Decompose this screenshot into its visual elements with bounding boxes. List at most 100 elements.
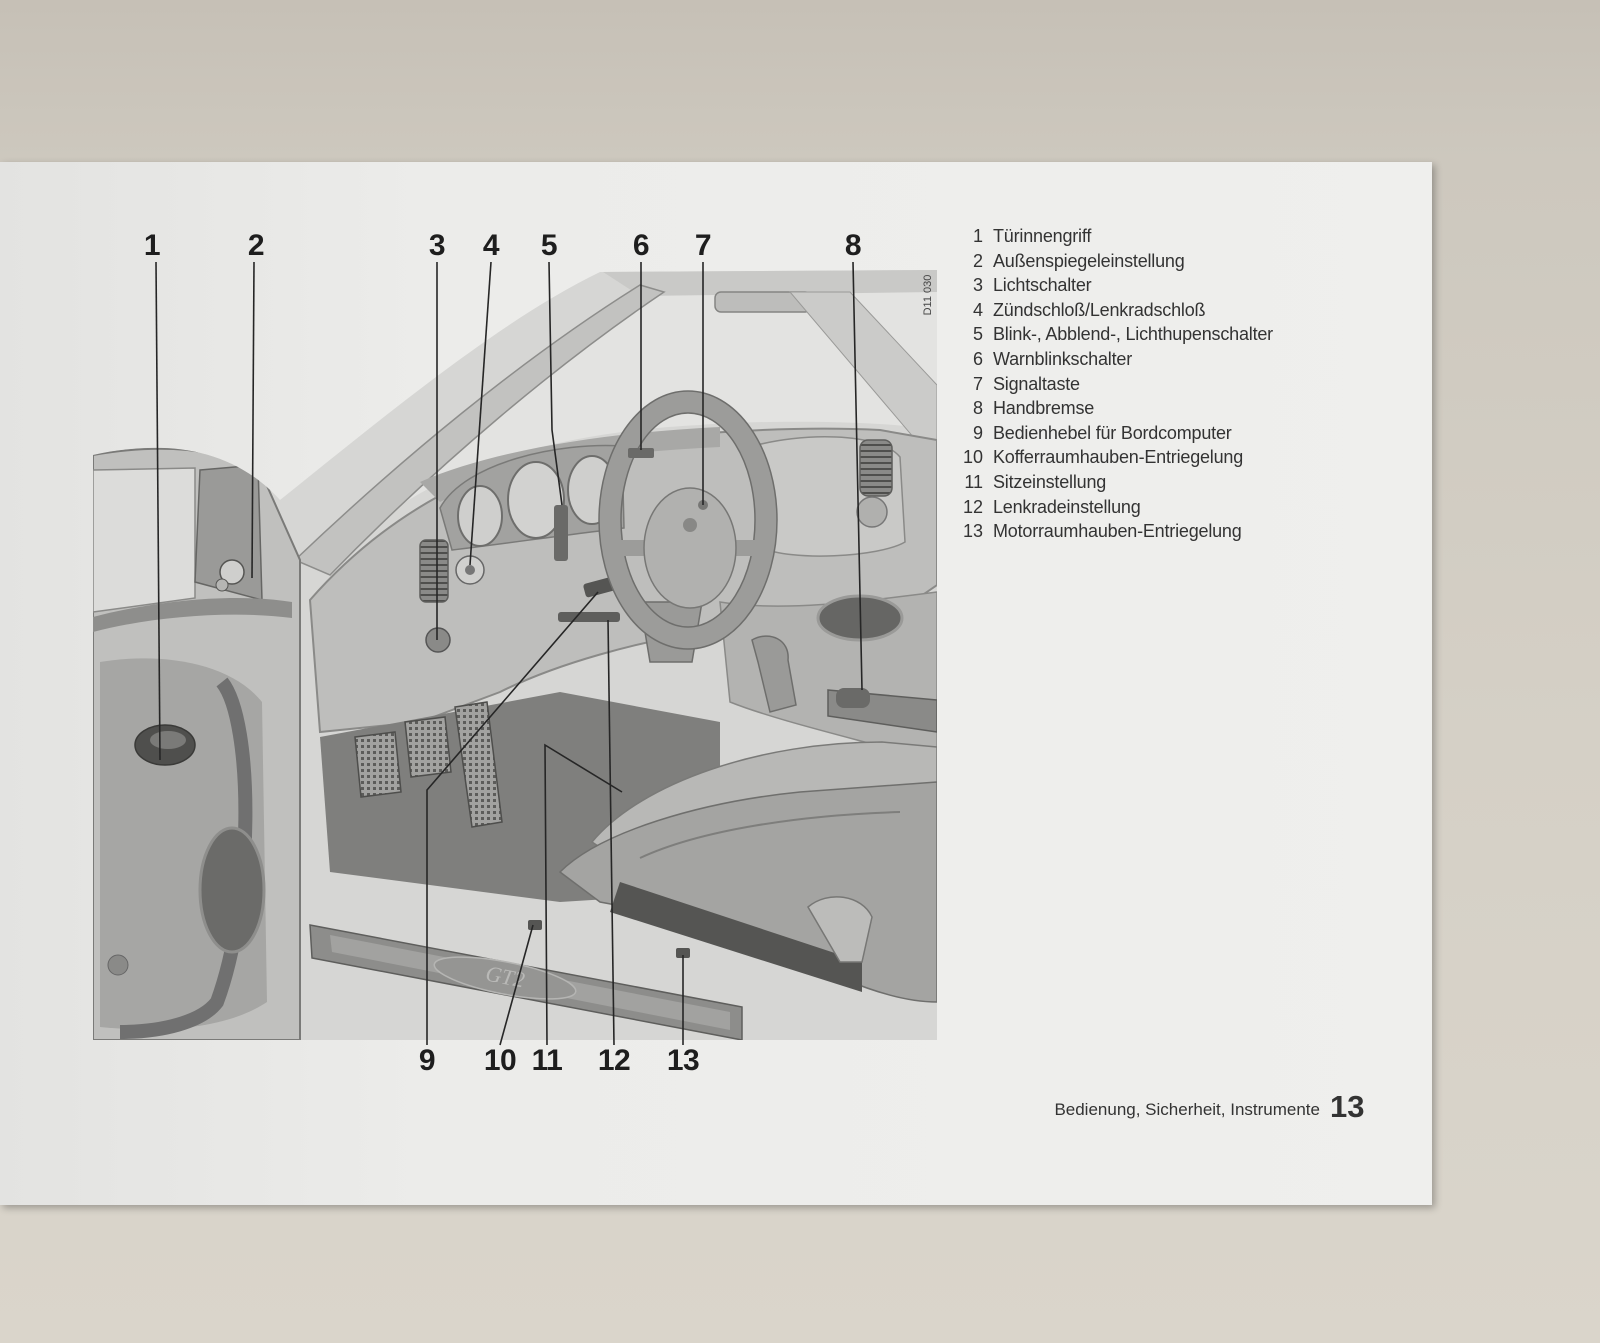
legend-item: 7 Signaltaste [946,372,1326,397]
callout-10: 10 [483,1044,517,1077]
handbrake-grip [836,688,870,708]
page-number: 13 [1330,1089,1365,1124]
engine-hood-release [676,948,690,958]
mirror-adjust-knob [219,559,245,585]
legend-number: 4 [972,299,983,320]
sill-badge-plate [433,956,577,1000]
seatbelt-guide [807,896,873,963]
steering-wheel-hub [643,487,737,609]
legend-label: Lichtschalter [993,275,1092,296]
legend-item: 2 Außenspiegeleinstellung [946,249,1326,274]
legend-label: Warnblinkschalter [993,348,1132,369]
callout-12: 12 [597,1044,631,1077]
luggage-hood-release [528,920,542,930]
legend-number: 6 [972,348,983,369]
legend-item: 12 Lenkradeinstellung [946,495,1326,520]
windshield [330,282,937,530]
porsche-crest-icon [683,518,697,532]
leader-line-10 [499,924,534,1046]
right-air-vent [859,439,893,497]
gauge-tachometer [507,461,565,539]
legend-number: 8 [972,398,983,419]
door-top-trim [93,597,292,632]
steering-wheel-inner-edge [620,412,756,628]
brake-pedal [404,716,452,778]
open-door [93,447,301,1040]
legend-label: Signaltaste [993,373,1080,394]
round-vent [856,496,888,528]
bordcomputer-lever [583,576,617,598]
callout-3: 3 [428,229,446,262]
gear-lever [751,635,797,713]
legend-label: Außenspiegeleinstellung [993,250,1185,271]
legend-number: 13 [962,521,983,542]
steering-wheel-outer-edge [598,390,778,650]
legend-label: Zündschloß/Lenkradschloß [993,299,1206,320]
callout-6: 6 [632,229,650,262]
leader-lines [155,261,863,1046]
legend-item: 3 Lichtschalter [946,273,1326,298]
legend-item: 5 Blink-, Abblend-, Lichthupenschalter [946,322,1326,347]
callout-4: 4 [482,229,500,262]
seat-rail [610,882,862,992]
legend-label: Kofferraumhauben-Entriegelung [993,447,1244,468]
door-window [93,467,196,613]
legend-label: Motorraumhauben-Entriegelung [993,521,1242,542]
illustration-content: GT2 [93,270,937,1040]
door-handle-lever [150,731,186,749]
ignition-keyhole [465,565,475,575]
legend-number: 12 [962,496,983,517]
legend-item: 6 Warnblinkschalter [946,347,1326,372]
legend-label: Türinnengriff [993,226,1092,246]
callout-9: 9 [418,1044,436,1077]
seat-seam [639,811,901,859]
legend-label: Blink-, Abblend-, Lichthupenschalter [993,324,1273,345]
steering-wheel-rim [599,391,777,649]
legend-number: 7 [972,373,983,394]
leader-line-2 [251,261,255,579]
callout-8: 8 [844,229,862,262]
figure-code: D11 030 [922,274,934,316]
footer-section-title: Bedienung, Sicherheit, Instrumente [1054,1100,1320,1119]
leader-line-4 [469,261,492,566]
gauge-left [457,485,503,547]
legend-label: Lenkradeinstellung [993,496,1141,517]
callout-7: 7 [694,229,712,262]
legend-label: Bedienhebel für Bordcomputer [993,422,1232,443]
callout-5: 5 [540,229,558,262]
legend-number: 1 [972,226,983,246]
leader-line-5 [548,261,563,506]
light-switch [425,627,451,653]
steering-adjust-lever [558,612,620,622]
indicator-stalk [554,505,568,561]
steering-spoke-left [612,540,652,556]
legend-item: 13 Motorraumhauben-Entriegelung [946,519,1326,544]
dashboard-cowl [420,427,720,502]
legend-item: 10 Kofferraumhauben-Entriegelung [946,445,1326,470]
legend-number: 11 [964,471,983,492]
legend-number: 5 [972,324,983,345]
right-a-pillar [788,291,937,467]
clutch-pedal [354,731,402,798]
leader-line-11 [544,743,623,1046]
legend-item: 4 Zündschloß/Lenkradschloß [946,298,1326,323]
legend-number: 10 [962,447,983,468]
hazard-switch [628,448,654,458]
left-air-vent [419,539,449,603]
legend-number: 2 [972,250,983,271]
legend-item: 8 Handbremse [946,396,1326,421]
door-lock-button [107,954,129,976]
accelerator-pedal [454,701,503,828]
leader-line-9 [426,591,599,1045]
leader-line-12 [607,619,615,1046]
callout-11: 11 [531,1044,563,1077]
legend-number: 3 [972,275,983,296]
leader-line-1 [155,261,161,761]
legend-label: Handbremse [993,398,1095,419]
callout-1: 1 [143,229,161,262]
legend-number: 9 [972,422,983,443]
